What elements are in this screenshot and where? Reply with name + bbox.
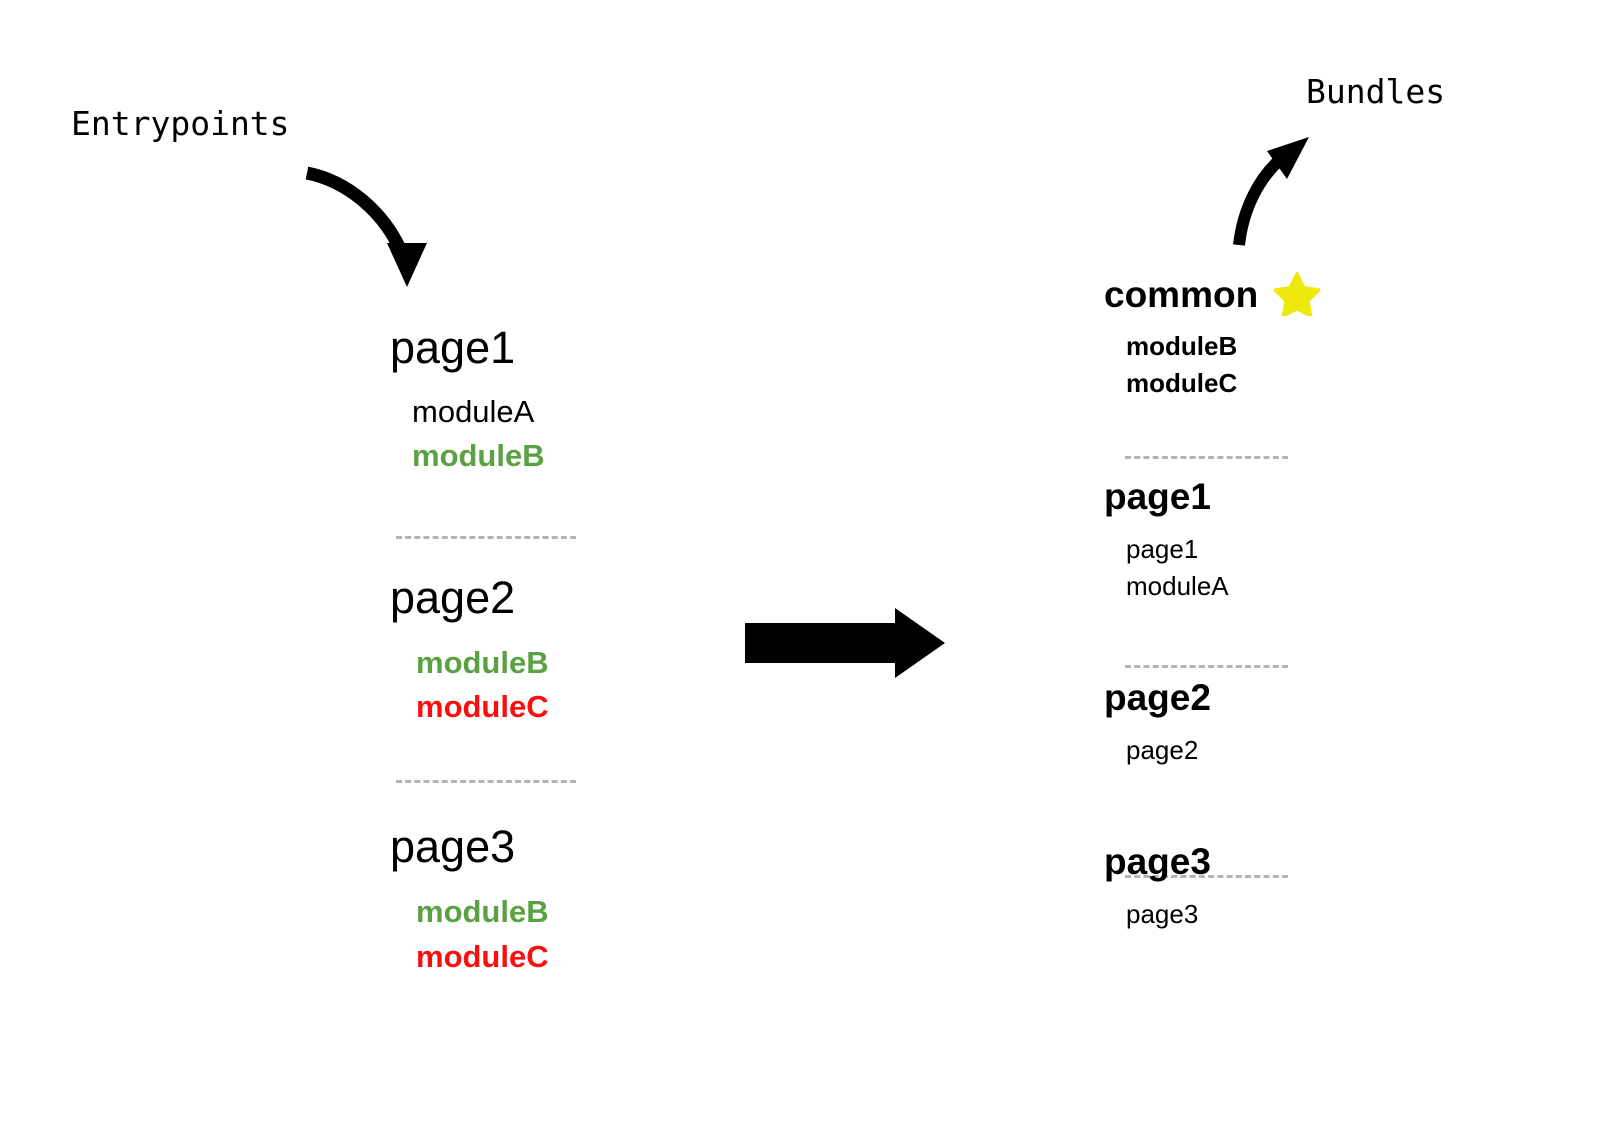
entrypoint-module: moduleB xyxy=(416,894,549,930)
bundle-module: page2 xyxy=(1126,734,1199,765)
entrypoint-module: moduleB xyxy=(412,438,545,474)
entrypoint-title: page2 xyxy=(390,571,516,623)
entrypoint-title: page1 xyxy=(390,322,516,373)
entrypoint-module: moduleB xyxy=(416,644,549,680)
entrypoint-group: page2 moduleB moduleC xyxy=(390,575,630,730)
entrypoints-column: page1 moduleA moduleB page2 moduleB modu… xyxy=(390,325,630,979)
curved-down-right-arrow-icon xyxy=(305,166,427,287)
bundle-title: page1 xyxy=(1104,475,1211,517)
bundle-title: page2 xyxy=(1104,676,1211,718)
bundle-title-row: page2 xyxy=(1104,679,1354,716)
bundle-title: common xyxy=(1104,273,1259,315)
transform-block-arrow-icon xyxy=(745,608,945,678)
entrypoint-divider xyxy=(396,780,576,783)
star-icon xyxy=(1274,272,1321,316)
entrypoint-group: page3 moduleB moduleC xyxy=(390,824,630,979)
bundle-group: page1 page1 moduleA xyxy=(1104,478,1354,605)
bundle-module: moduleA xyxy=(1126,570,1229,601)
entrypoint-module: moduleC xyxy=(416,688,549,724)
entrypoint-group: page1 moduleA moduleB xyxy=(390,325,630,479)
bundle-module: moduleC xyxy=(1126,367,1238,398)
bundles-heading: Bundles xyxy=(1306,72,1446,111)
bundle-module: page1 xyxy=(1126,533,1199,564)
bundle-title-row: common xyxy=(1104,272,1354,316)
entrypoint-module: moduleA xyxy=(412,394,535,429)
entrypoint-title: page3 xyxy=(390,821,516,873)
entrypoint-module: moduleC xyxy=(416,938,549,974)
bundle-divider xyxy=(1125,456,1288,459)
bundle-title: page3 xyxy=(1104,840,1211,882)
entrypoint-divider xyxy=(396,536,576,539)
bundle-divider xyxy=(1125,875,1288,878)
bundle-group: common moduleB moduleC xyxy=(1104,272,1354,402)
bundles-column: common moduleB moduleC page1 page1 modul… xyxy=(1104,272,1354,932)
entrypoints-heading: Entrypoints xyxy=(71,104,290,143)
bundle-group: page3 page3 xyxy=(1104,843,1354,933)
bundle-title-row: page1 xyxy=(1104,478,1354,515)
bundle-module: page3 xyxy=(1126,898,1199,929)
bundle-title-row: page3 xyxy=(1104,843,1354,880)
curved-up-right-arrow-icon xyxy=(1233,137,1309,246)
bundle-group: page2 page2 xyxy=(1104,679,1354,769)
bundle-divider xyxy=(1125,665,1288,668)
bundle-module: moduleB xyxy=(1126,331,1238,361)
